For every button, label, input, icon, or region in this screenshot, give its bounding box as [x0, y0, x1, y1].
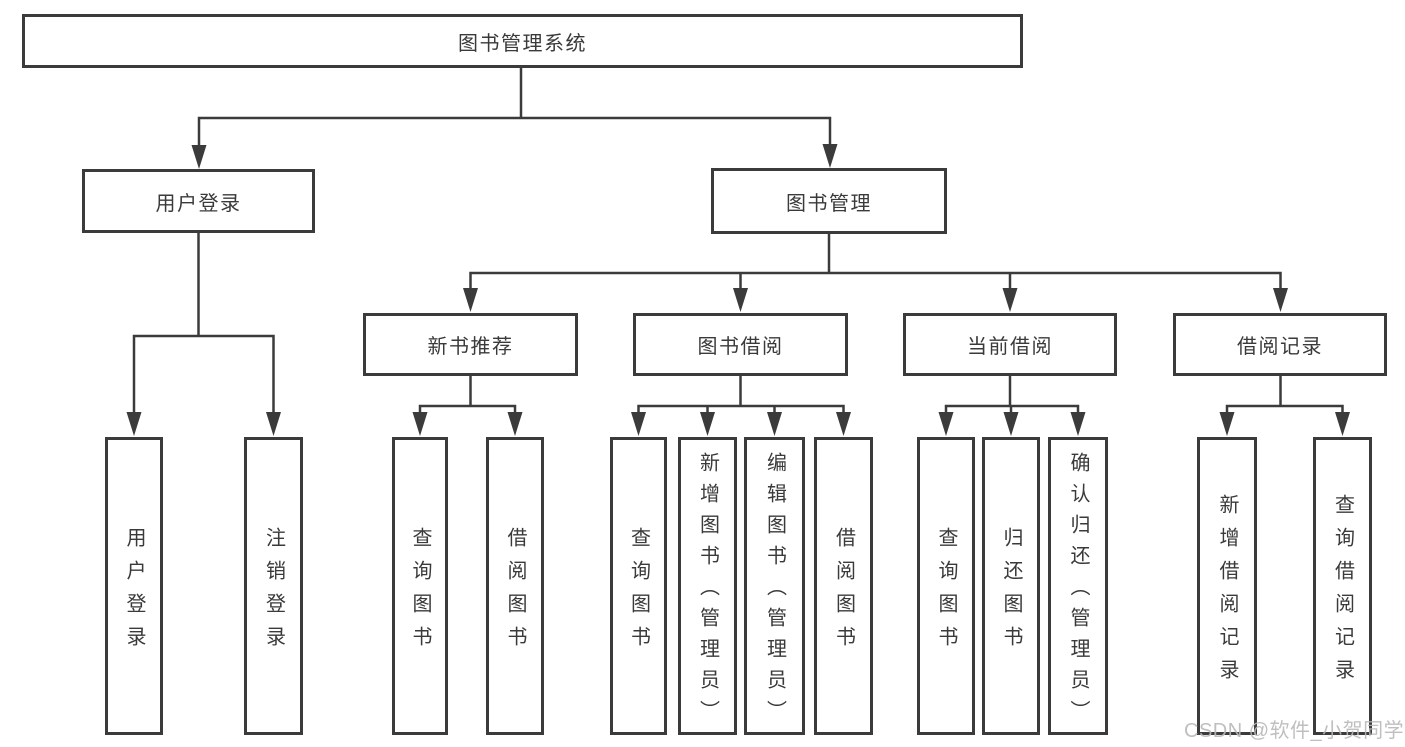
node-book-borrow-label: 图书借阅: [697, 336, 784, 358]
leaf-cb-query-books: 查询图书: [917, 437, 975, 735]
leaf-nbr-query-books: 查询图书: [392, 437, 448, 735]
leaf-br-add-record: 新增借阅记录: [1197, 437, 1257, 735]
node-book-borrow: 图书借阅: [633, 313, 848, 376]
leaf-bb-add-books-admin: 新增图书（管理员）: [678, 437, 737, 735]
leaf-bb-borrow-books: 借阅图书: [814, 437, 873, 735]
leaf-cb-return-books: 归还图书: [982, 437, 1040, 735]
node-current-borrow-label: 当前借阅: [967, 336, 1053, 358]
connector-current-borrow-children: [938, 376, 1086, 436]
node-current-borrow: 当前借阅: [903, 313, 1117, 376]
node-new-book-rec-label: 新书推荐: [427, 336, 514, 358]
node-book-mgmt-label: 图书管理: [786, 192, 872, 215]
connector-root-to-level2: [191, 68, 838, 169]
node-borrow-records: 借阅记录: [1173, 313, 1387, 376]
node-book-mgmt: 图书管理: [711, 168, 947, 234]
csdn-watermark: CSDN @软件_小贺同学: [1184, 720, 1405, 742]
leaf-nbr-borrow-books: 借阅图书: [486, 437, 544, 735]
node-user-login: 用户登录: [82, 169, 315, 233]
leaf-user-login: 用户登录: [105, 437, 163, 735]
node-root-label: 图书管理系统: [458, 32, 587, 55]
leaf-bb-query-books: 查询图书: [610, 437, 667, 735]
leaf-cb-confirm-return-admin: 确认归还（管理员）: [1048, 437, 1108, 735]
connector-user-login-children: [126, 233, 281, 436]
leaf-br-query-record: 查询借阅记录: [1313, 437, 1372, 735]
connector-book-mgmt-children: [463, 234, 1288, 312]
node-user-login-label: 用户登录: [155, 192, 242, 215]
connector-book-borrow-children: [631, 376, 851, 436]
leaf-bb-edit-books-admin: 编辑图书（管理员）: [744, 437, 805, 735]
connector-borrow-records-children: [1219, 376, 1350, 436]
leaf-logout: 注销登录: [244, 437, 303, 735]
node-new-book-rec: 新书推荐: [363, 313, 578, 376]
node-root: 图书管理系统: [22, 14, 1023, 68]
connector-new-book-children: [412, 376, 523, 436]
node-borrow-records-label: 借阅记录: [1237, 336, 1323, 358]
